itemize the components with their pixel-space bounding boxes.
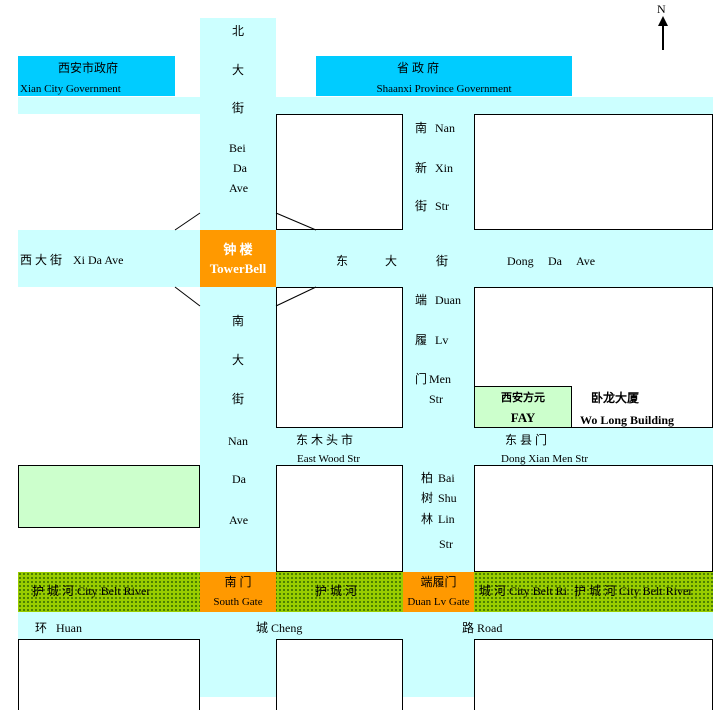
block <box>276 465 403 572</box>
nan-xin-cn-2: 新 <box>415 161 428 175</box>
block <box>18 114 200 230</box>
south-gate-en: South Gate <box>213 596 263 608</box>
bai-shu-lin-cn-3: 林 <box>421 512 434 526</box>
duan-lv-en-2: Lv <box>435 333 449 347</box>
nan-da-cn-3: 街 <box>232 392 245 406</box>
bai-shu-lin-en-1: Bai <box>438 471 455 485</box>
shaanxi-province-government-cn: 省 政 府 <box>396 61 439 75</box>
duan-lv-gate-en: Duan Lv Gate <box>407 596 470 608</box>
wolong-cn: 卧龙大厦 <box>591 391 640 405</box>
bei-da-en-2: Da <box>233 161 247 175</box>
bai-shu-lin-cn-1: 柏 <box>421 471 434 485</box>
park-block <box>18 465 200 528</box>
huan-cheng-a-en: Huan <box>56 621 82 635</box>
south-gate-cn: 南 门 <box>224 575 252 589</box>
bell-tower-cn: 钟 楼 <box>223 242 253 257</box>
shaanxi-province-government-en: Shaanxi Province Government <box>376 83 512 95</box>
dong-da-cn-2: 大 <box>385 254 398 268</box>
fay-building <box>474 386 572 428</box>
block <box>276 639 403 710</box>
river-label-right-b: 护 城 河 City Belt River <box>574 584 693 598</box>
bei-da-cn-2: 大 <box>232 63 245 77</box>
dong-da-en-2: Da <box>548 254 562 268</box>
duan-lv-gate <box>403 572 474 612</box>
nan-xin-en-1: Nan <box>435 121 455 135</box>
duan-lv-cn-2: 履 <box>415 333 428 347</box>
nan-xin-cn-3: 街 <box>415 199 428 213</box>
wolong-en: Wo Long Building <box>580 413 675 427</box>
nan-da-cn-2: 大 <box>232 353 245 367</box>
shaanxi-province-government <box>316 56 572 96</box>
bai-shu-lin-en-2: Shu <box>438 491 457 505</box>
bai-shu-lin-en-3: Lin <box>438 512 455 526</box>
nan-da-en-2: Da <box>232 472 246 486</box>
bai-shu-lin-cn-2: 树 <box>421 491 434 505</box>
xi-da-cn: 西 大 街 <box>20 253 63 267</box>
east-wood-cn: 东 木 头 市 <box>296 433 354 447</box>
south-gate <box>200 572 276 612</box>
dong-da-cn-3: 街 <box>436 254 449 268</box>
huan-cheng-c-en: Road <box>477 621 503 635</box>
east-wood-dong-xian-road <box>200 428 713 465</box>
xian-city-government-en: Xian City Government <box>20 83 121 95</box>
duan-lv-en-3: Men <box>429 372 451 386</box>
huan-cheng-a-cn: 环 <box>35 621 48 635</box>
nan-xin-en-3: Str <box>435 199 450 213</box>
city-belt-river <box>18 572 713 612</box>
xian-city-government-cn: 西安市政府 <box>57 61 118 75</box>
bei-da-en-3: Ave <box>229 181 249 195</box>
bell-tower-en: TowerBell <box>209 261 267 276</box>
block <box>18 639 200 710</box>
river-label-right-a: 城 河 City Belt Ri <box>479 584 568 598</box>
duan-lv-cn-1: 端 <box>415 293 428 307</box>
nan-xin-cn-1: 南 <box>415 121 428 135</box>
bei-da-ave-road <box>200 18 276 230</box>
bell-tower <box>200 230 276 287</box>
dong-da-en-3: Ave <box>576 254 596 268</box>
fay-cn: 西安方元 <box>501 392 545 404</box>
dong-da-en-1: Dong <box>507 254 534 268</box>
huan-cheng-road <box>18 612 713 639</box>
xian-city-government <box>18 56 175 96</box>
block <box>276 114 403 230</box>
dong-xian-en: Dong Xian Men Str <box>501 453 589 465</box>
river-label-middle: 护 城 河 <box>315 584 358 598</box>
north-arrow-icon <box>658 16 668 50</box>
nan-da-cn-1: 南 <box>232 314 245 328</box>
top-east-west-road <box>18 97 713 114</box>
bei-da-cn-3: 街 <box>232 101 245 115</box>
fay-en: FAY <box>510 410 536 425</box>
huan-cheng-c-cn: 路 <box>462 621 475 635</box>
xi-da-en: Xi Da Ave <box>73 253 124 267</box>
duan-lv-gate-cn: 端履门 <box>420 575 457 589</box>
huan-cheng-b-cn: 城 <box>256 621 269 635</box>
bei-da-en-1: Bei <box>229 141 246 155</box>
duan-lv-cn-3: 门 <box>415 372 428 386</box>
duan-lv-en-1: Duan <box>435 293 461 307</box>
block <box>474 114 713 230</box>
dong-da-cn-1: 东 <box>336 254 349 268</box>
nan-da-en-1: Nan <box>228 434 248 448</box>
nan-da-en-3: Ave <box>229 513 249 527</box>
duan-lv-en-4: Str <box>429 392 444 406</box>
dong-xian-cn: 东 县 门 <box>505 433 548 447</box>
huan-cheng-b-en: Cheng <box>271 621 303 635</box>
river-label-left: 护 城 河 City Belt River <box>32 584 151 598</box>
block <box>276 287 403 428</box>
block <box>474 465 713 572</box>
nan-xin-en-2: Xin <box>435 161 453 175</box>
bei-da-cn-1: 北 <box>232 24 245 38</box>
north-label: N <box>657 2 666 16</box>
bai-shu-lin-en-4: Str <box>439 537 454 551</box>
east-wood-en: East Wood Str <box>297 453 361 465</box>
xi-dong-da-ave-road <box>18 230 713 287</box>
